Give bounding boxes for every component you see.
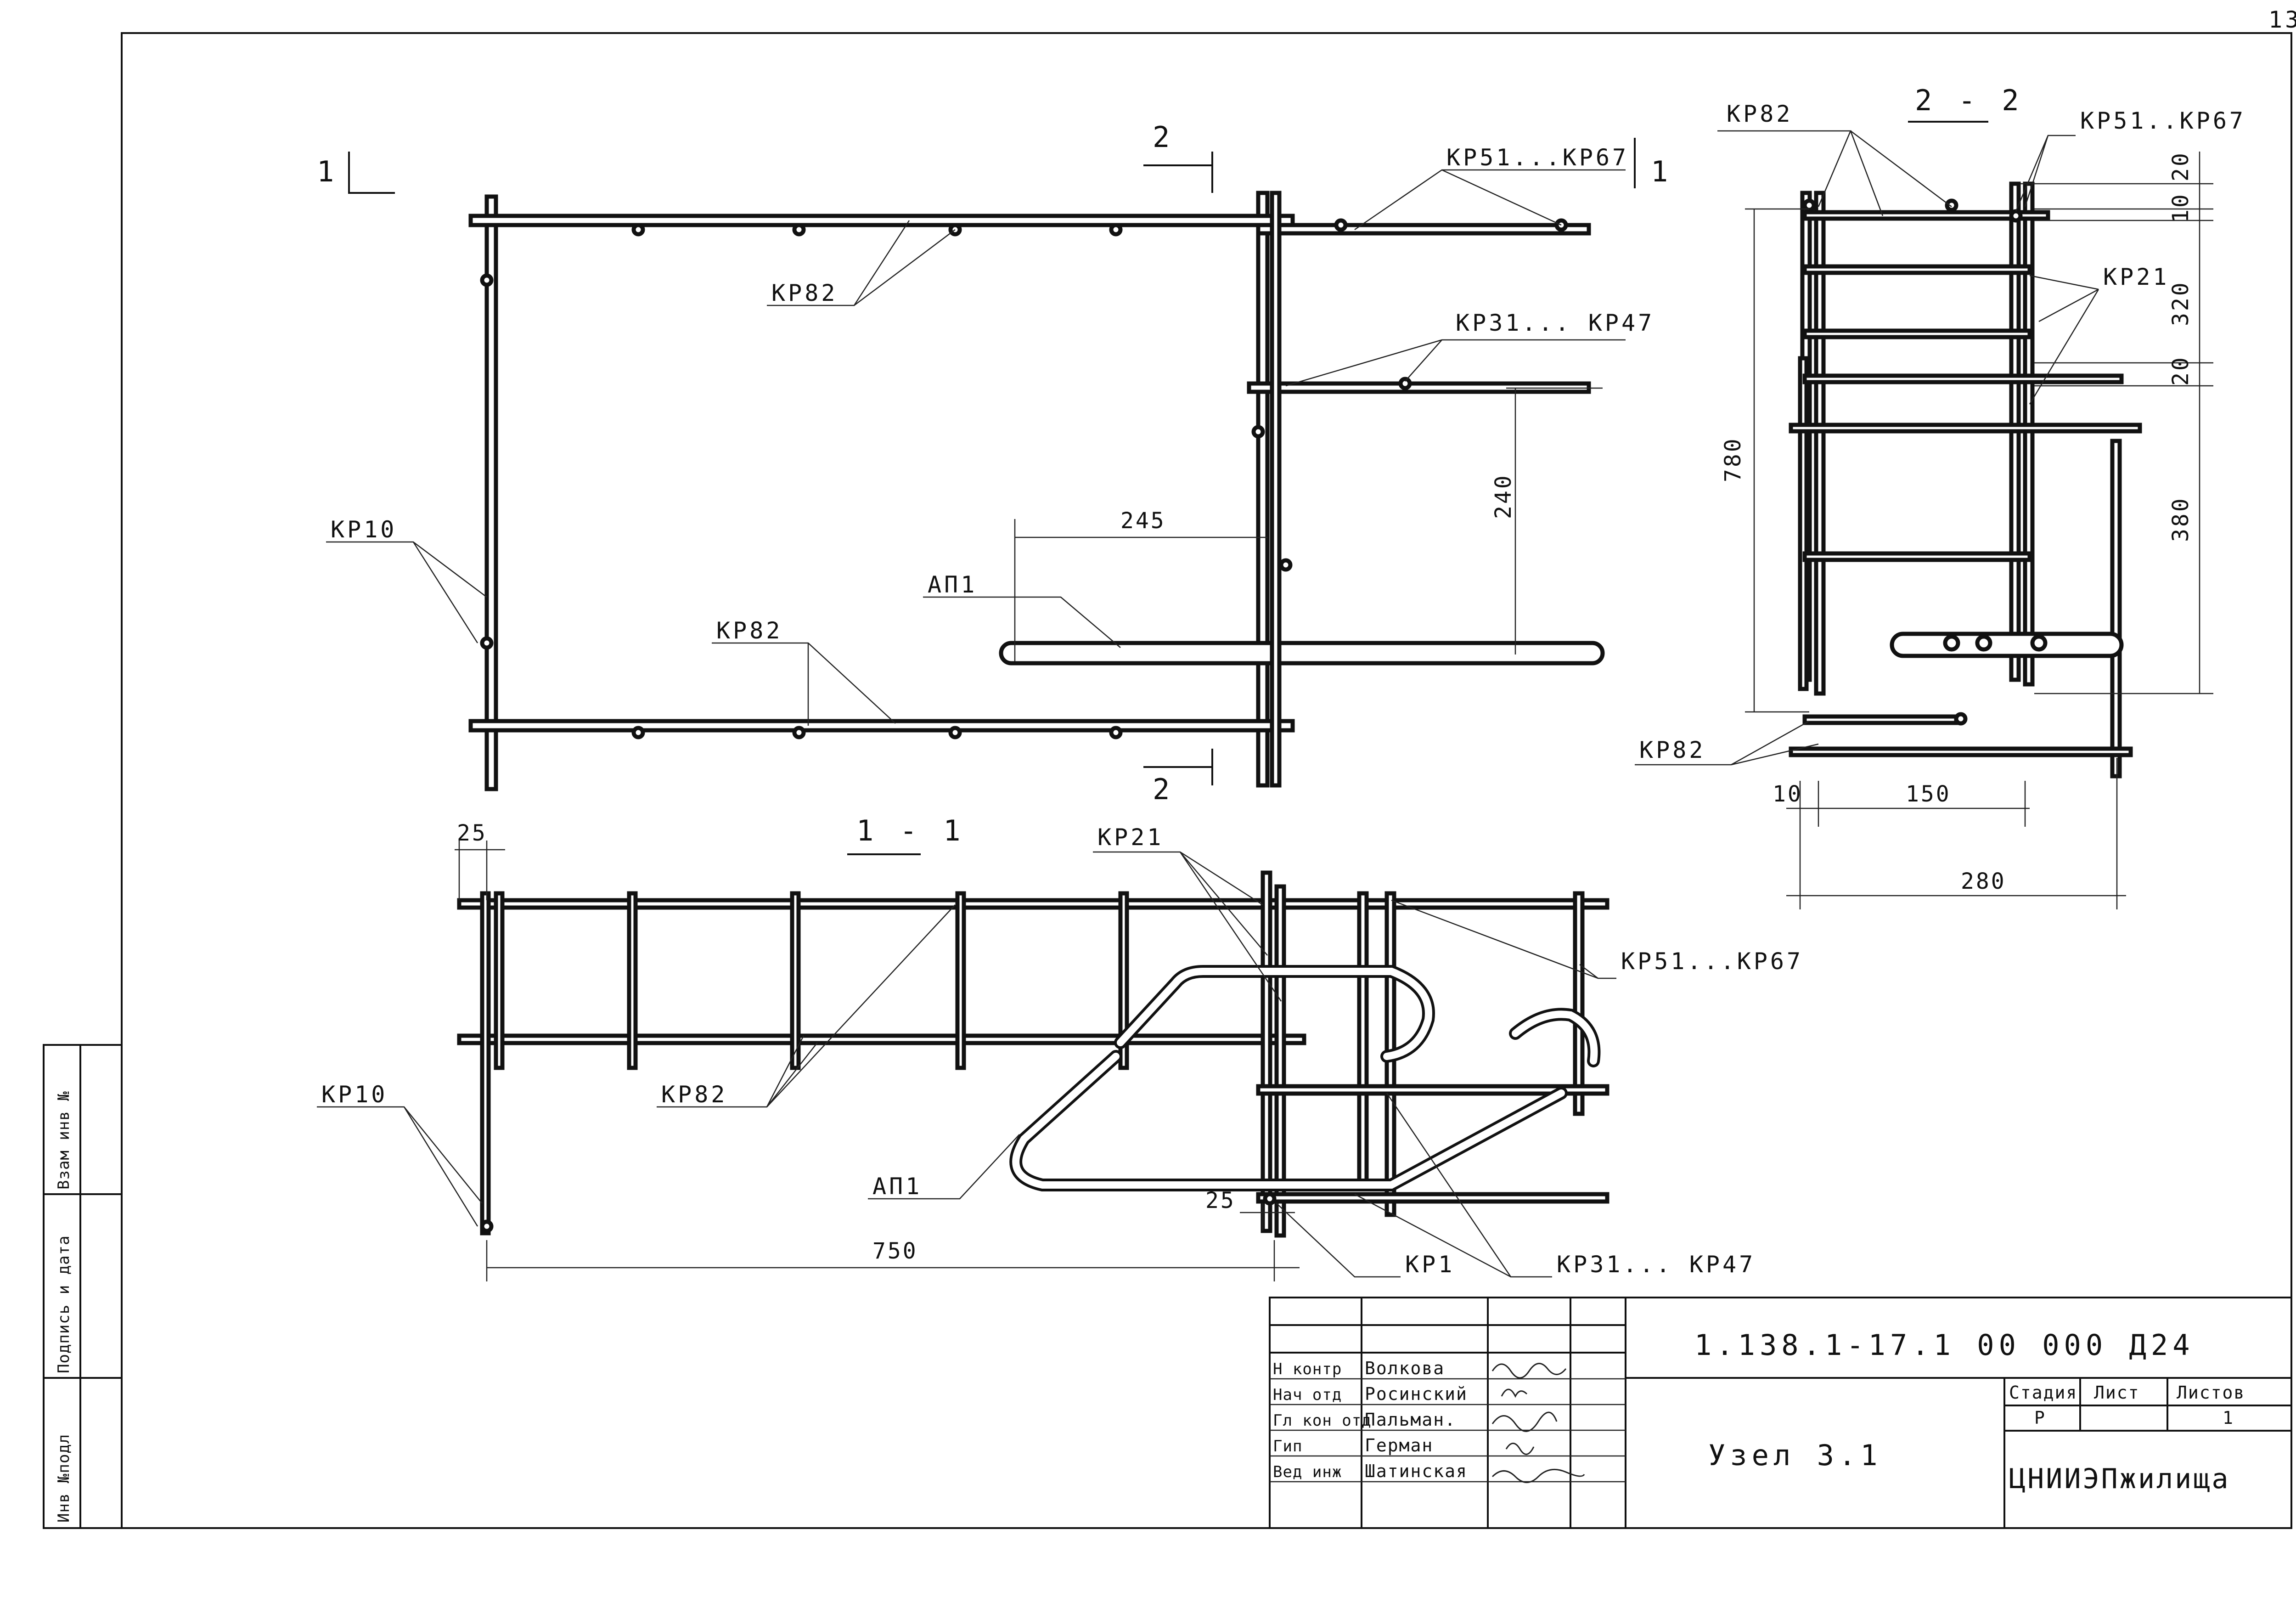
section-marker-2-bottom: 2 — [1153, 773, 1174, 806]
label-kr82-plan-top: КР82 — [771, 280, 838, 306]
tb-sheet-header: Лист — [2094, 1382, 2140, 1403]
tb-sheets-header: Листов — [2177, 1382, 2245, 1403]
label-ap1-section-1-1: АП1 — [872, 1173, 922, 1200]
label-kr10-plan: КР10 — [331, 516, 397, 543]
tb-name-rosinsky: Росинский — [1365, 1384, 1468, 1404]
dim-25-top: 25 — [457, 820, 487, 846]
title-block: Н контр Нач отд Гл кон отд Гип Вед инж В… — [1269, 1297, 2292, 1529]
section-1-1-view: 1 - 1 КР21 КР51...КР67 КР82 КР10 АП1 — [317, 814, 1803, 1281]
dim-25-bottom: 25 — [1205, 1188, 1236, 1213]
page-number: 133 — [2268, 6, 2296, 33]
tb-role-gip: Гип — [1273, 1437, 1302, 1456]
dim-150: 150 — [1906, 781, 1951, 807]
tb-stage-header: Стадия — [2009, 1382, 2077, 1403]
label-kr82-section-2-2-top: КР82 — [1727, 101, 1793, 127]
tb-document-code: 1.138.1-17.1 00 000 Д24 — [1694, 1328, 2195, 1362]
tb-title: Узел 3.1 — [1708, 1439, 1882, 1472]
label-kr51-kr67-section-2-2: КР51..КР67 — [2080, 107, 2246, 134]
dim-245: 245 — [1120, 508, 1166, 534]
section-1-1-title: 1 - 1 — [856, 814, 965, 847]
section-2-2-view: 2 - 2 КР82 КР51..КР67 КР21 КР82 — [1635, 84, 2246, 909]
label-ap1-plan: АП1 — [928, 571, 977, 598]
tb-role-ved-inzh: Вед инж — [1273, 1463, 1342, 1481]
stamp-podpis: Подпись и дата — [55, 1235, 73, 1373]
tb-name-shatinskaya: Шатинская — [1365, 1461, 1468, 1481]
tb-stage-value: Р — [2034, 1408, 2046, 1428]
section-marker-1-top: 1 — [317, 155, 338, 188]
label-kr82-section-1-1: КР82 — [661, 1081, 727, 1108]
dim-380: 380 — [2168, 497, 2194, 542]
dim-780: 780 — [1720, 437, 1746, 482]
tb-sheets-value: 1 — [2223, 1408, 2234, 1428]
stamp-inv-podl: Инв №подл — [55, 1434, 73, 1523]
section-marker-1-right: 1 — [1651, 155, 1672, 188]
label-kr21-section-2-2: КР21 — [2103, 264, 2169, 290]
tb-name-palman: Пальман. — [1365, 1410, 1456, 1430]
tb-role-gl-kon-otd: Гл кон отд — [1273, 1411, 1372, 1430]
tb-name-german: Герман — [1365, 1435, 1433, 1456]
tb-organization: ЦНИИЭПжилища — [2009, 1463, 2230, 1495]
label-kr21-section-1-1: КР21 — [1097, 824, 1164, 851]
label-kr10-section-1-1: КР10 — [321, 1081, 388, 1108]
label-kr51-kr67-section-1-1: КР51...КР67 — [1621, 948, 1803, 975]
tb-role-nach-otd: Нач отд — [1273, 1386, 1342, 1404]
plan-view: 1 2 2 1 КР51...КР67 — [317, 120, 1672, 806]
dim-280: 280 — [1961, 869, 2006, 894]
label-kr51-kr67-plan: КР51...КР67 — [1446, 144, 1629, 171]
label-kr1-section-1-1: КР1 — [1405, 1251, 1455, 1278]
label-kr82-section-2-2-bottom: КР82 — [1639, 737, 1705, 763]
dim-20-mid: 20 — [2168, 355, 2194, 386]
dim-750: 750 — [872, 1238, 918, 1264]
dim-10-right: 10 — [2168, 192, 2194, 223]
dim-10-bottom: 10 — [1773, 781, 1803, 807]
dim-240: 240 — [1491, 474, 1516, 519]
dim-320: 320 — [2168, 281, 2194, 326]
drawing-frame — [121, 32, 2292, 1529]
tb-role-n-kontr: Н контр — [1273, 1360, 1342, 1378]
stamp-vzam-inv: Взам инв № — [55, 1091, 73, 1190]
side-stamp: Взам инв № Подпись и дата Инв №подл — [43, 1044, 123, 1529]
tb-name-volkova: Волкова — [1365, 1358, 1445, 1378]
tb-signatures — [1491, 1363, 1585, 1483]
label-kr31-kr47-plan: КР31... КР47 — [1456, 310, 1654, 336]
dim-20-top: 20 — [2168, 151, 2194, 181]
label-kr31-kr47-section-1-1: КР31... КР47 — [1557, 1251, 1756, 1278]
label-kr82-plan-bottom: КР82 — [716, 617, 782, 644]
section-2-2-title: 2 - 2 — [1915, 84, 2024, 117]
section-marker-2-top: 2 — [1153, 120, 1174, 154]
